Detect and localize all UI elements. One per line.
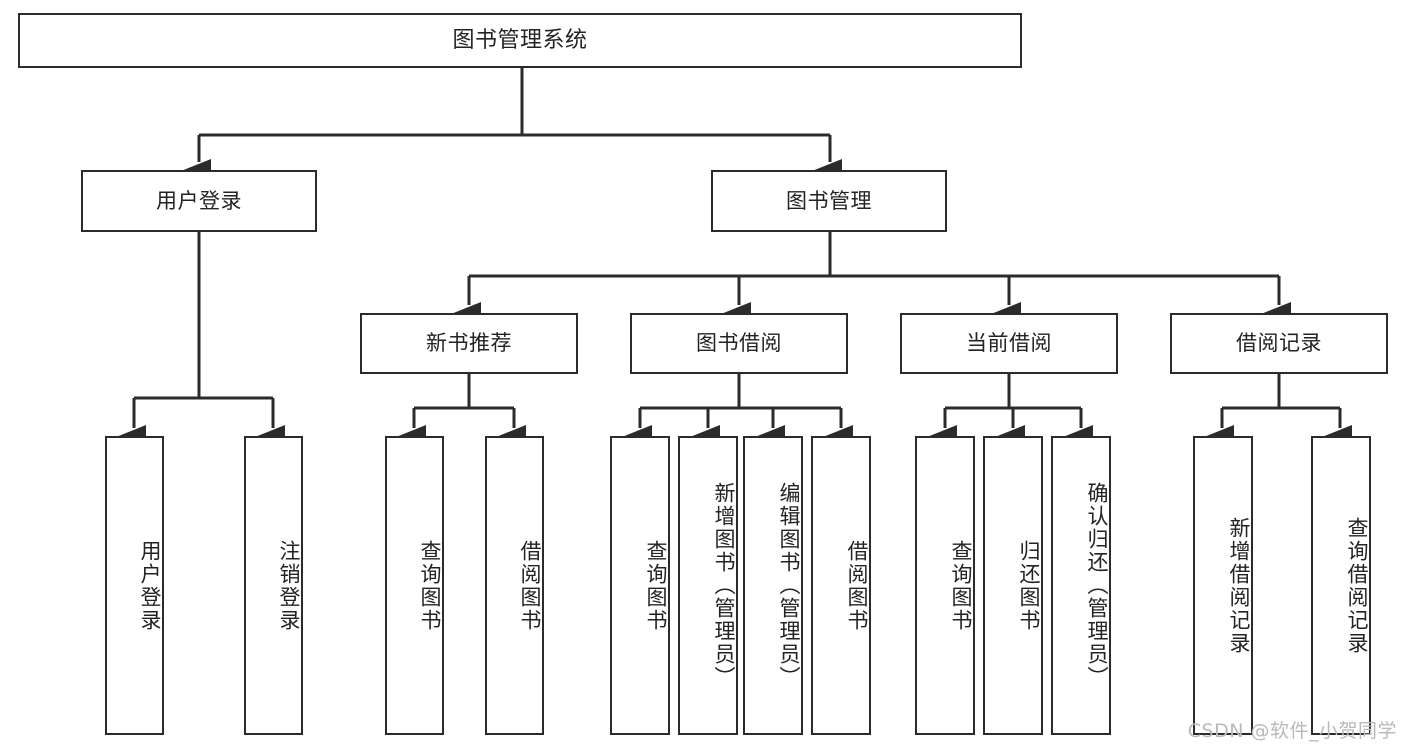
leaf-recommend-query-book[interactable]: 查询图书 <box>385 436 444 735</box>
node-label: 借阅记录 <box>1236 331 1322 356</box>
node-label: 图书管理 <box>786 188 872 213</box>
node-label: 借阅图书 <box>518 539 542 632</box>
node-label: 注销登录 <box>277 539 301 632</box>
node-borrow-record[interactable]: 借阅记录 <box>1170 313 1388 374</box>
node-label: 查询图书 <box>418 539 442 632</box>
leaf-borrow-edit-book-admin[interactable]: 编辑图书（管理员） <box>743 436 803 735</box>
leaf-borrow-add-book-admin[interactable]: 新增图书（管理员） <box>678 436 738 735</box>
node-book-borrow[interactable]: 图书借阅 <box>630 313 848 374</box>
node-label: 新增图书（管理员） <box>712 482 736 689</box>
node-label: 归还图书 <box>1017 539 1041 632</box>
node-label: 用户登录 <box>138 539 162 632</box>
node-label: 图书借阅 <box>696 331 782 356</box>
leaf-current-query-book[interactable]: 查询图书 <box>915 436 975 735</box>
leaf-user-login-logout[interactable]: 注销登录 <box>244 436 303 735</box>
node-label: 当前借阅 <box>966 331 1052 356</box>
node-label: 新书推荐 <box>426 331 512 356</box>
node-label: 查询图书 <box>949 539 973 632</box>
node-label: 查询借阅记录 <box>1345 516 1369 655</box>
leaf-user-login-login[interactable]: 用户登录 <box>105 436 164 735</box>
node-label: 图书管理系统 <box>452 27 588 53</box>
node-current-borrow[interactable]: 当前借阅 <box>900 313 1118 374</box>
leaf-current-return-book[interactable]: 归还图书 <box>983 436 1043 735</box>
leaf-record-add-record[interactable]: 新增借阅记录 <box>1193 436 1253 735</box>
leaf-current-confirm-return-admin[interactable]: 确认归还（管理员） <box>1051 436 1111 735</box>
leaf-recommend-borrow-book[interactable]: 借阅图书 <box>485 436 544 735</box>
csdn-watermark: CSDN @软件_小贺同学 <box>1187 720 1397 742</box>
node-label: 借阅图书 <box>845 539 869 632</box>
node-new-book-recommend[interactable]: 新书推荐 <box>360 313 578 374</box>
node-root-system[interactable]: 图书管理系统 <box>18 13 1022 68</box>
node-book-management[interactable]: 图书管理 <box>711 170 947 232</box>
node-label: 编辑图书（管理员） <box>777 482 801 689</box>
node-label: 查询图书 <box>644 539 668 632</box>
node-label: 用户登录 <box>156 188 242 213</box>
node-user-login[interactable]: 用户登录 <box>81 170 317 232</box>
leaf-record-query-record[interactable]: 查询借阅记录 <box>1311 436 1371 735</box>
node-label: 新增借阅记录 <box>1227 516 1251 655</box>
leaf-borrow-borrow-book[interactable]: 借阅图书 <box>811 436 871 735</box>
leaf-borrow-query-book[interactable]: 查询图书 <box>610 436 670 735</box>
node-label: 确认归还（管理员） <box>1085 482 1109 689</box>
